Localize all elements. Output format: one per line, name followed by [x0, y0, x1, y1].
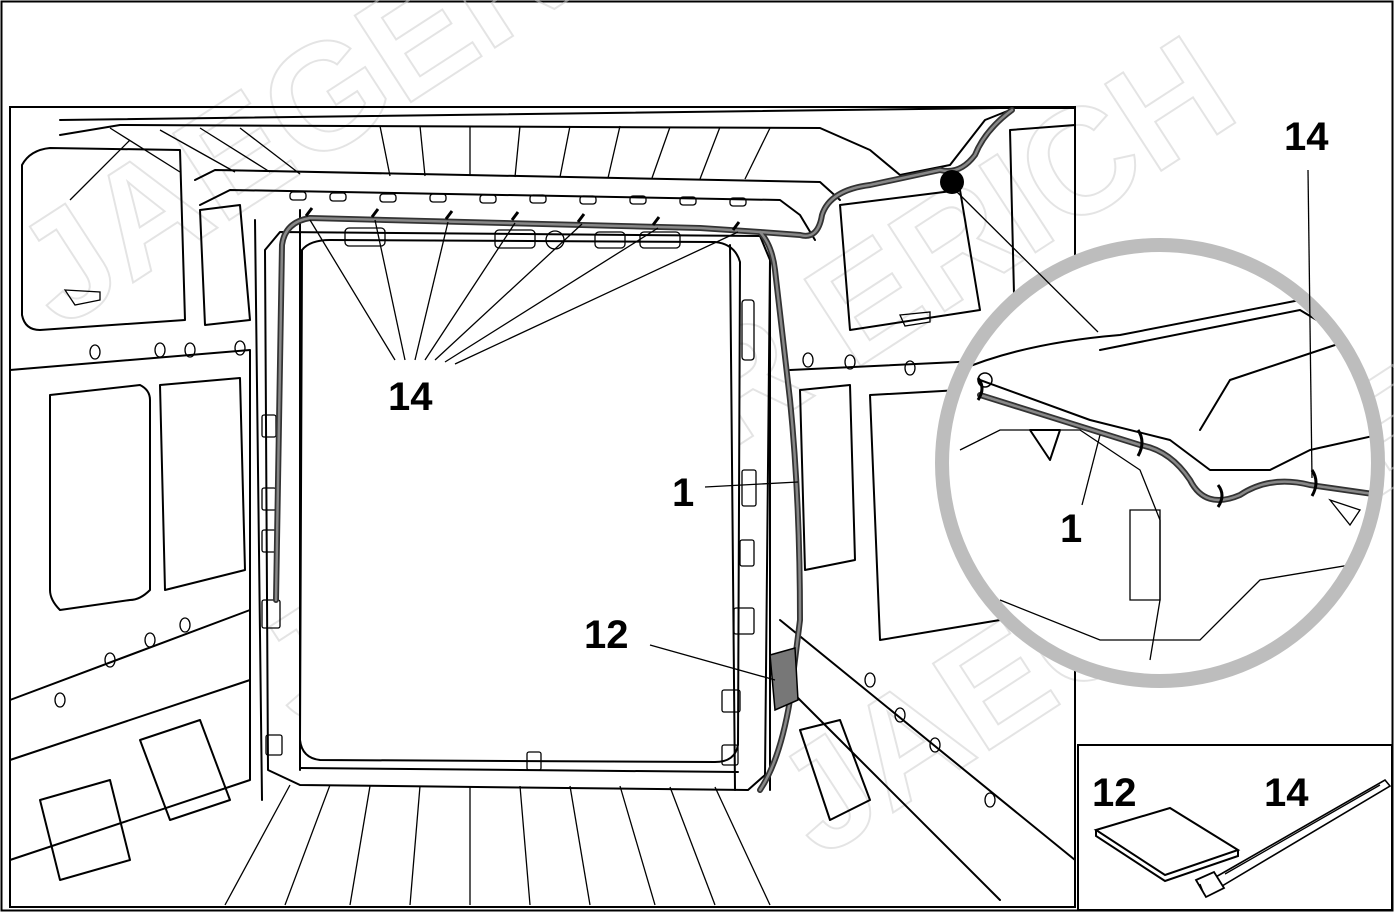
callout-cable-main: 1 [672, 471, 694, 515]
callout-kit-pad: 12 [1092, 771, 1137, 815]
leader-cable-main [704, 481, 799, 488]
callout-cable-detail: 1 [1060, 507, 1082, 551]
adhesive-pad-main [769, 647, 799, 712]
leader-cable-detail [1081, 434, 1101, 506]
callout-ties-detail: 14 [1284, 115, 1329, 159]
callout-pad-main: 12 [584, 613, 629, 657]
kit-parts-box: 12 14 [1077, 744, 1393, 911]
detail-magnifier [935, 238, 1385, 688]
van-interior-drawing [9, 107, 1076, 906]
detail-marker [940, 170, 964, 194]
leader-ties-detail [1307, 169, 1313, 479]
cable-tie-part [1194, 778, 1392, 899]
adhesive-pad-part [1093, 806, 1241, 883]
callout-ties-main: 14 [388, 375, 433, 419]
callout-kit-tie: 14 [1264, 771, 1309, 815]
detail-leader [954, 189, 1099, 333]
leader-pad-main [649, 644, 776, 681]
leader-lines-ties [309, 219, 739, 365]
